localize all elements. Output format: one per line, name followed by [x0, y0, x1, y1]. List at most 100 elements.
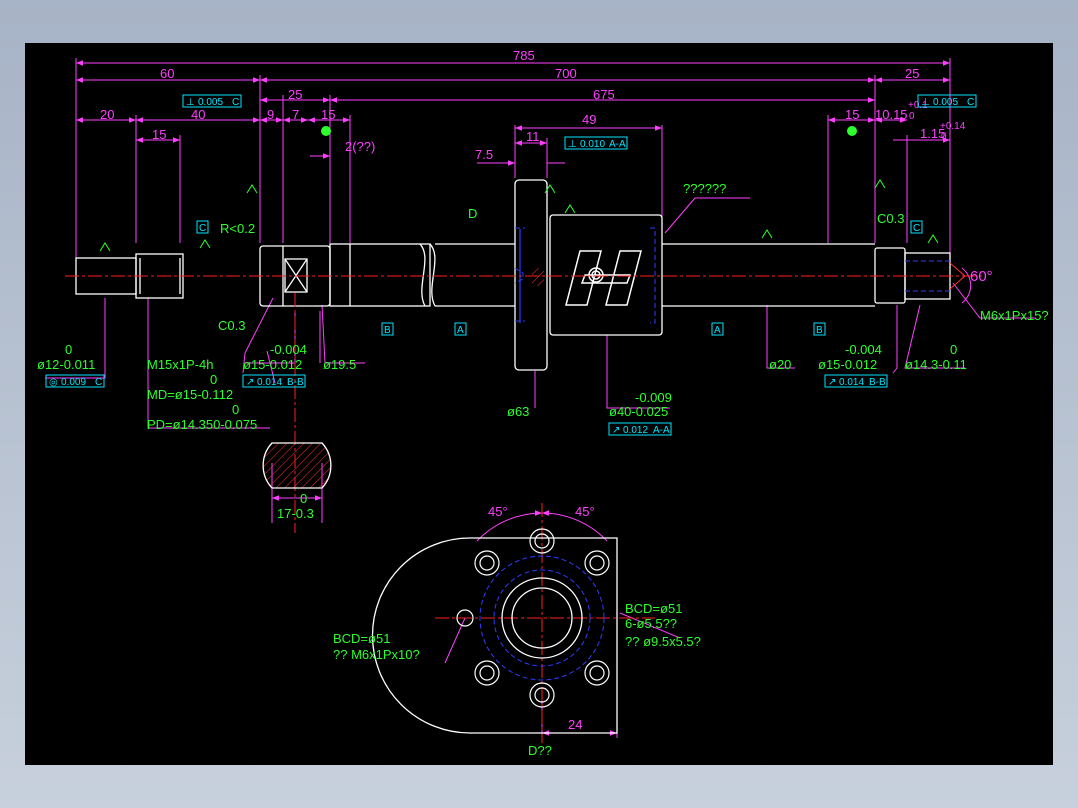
- gdt-runout-right: ↗ 0.014 B-B: [824, 374, 888, 388]
- svg-text:B-B: B-B: [869, 377, 886, 388]
- dim-left-seg: 60: [160, 66, 174, 81]
- svg-text:0.014: 0.014: [839, 377, 864, 388]
- dim-11: 11: [526, 129, 540, 144]
- svg-text:⊥: ⊥: [186, 97, 195, 108]
- dim-overall: 785: [513, 48, 535, 63]
- note-view-d-arrow: D: [468, 206, 477, 221]
- svg-text:0.012: 0.012: [623, 425, 648, 436]
- dim-15-c: 15: [845, 107, 859, 122]
- flat-section-view: [262, 442, 332, 489]
- note-md-tol: 0: [210, 372, 217, 387]
- bolt-holes: [456, 528, 610, 708]
- note-holes55: 6-ø5.5??: [625, 616, 677, 631]
- note-c03-right: C0.3: [877, 211, 904, 226]
- datum-c-right: C: [913, 223, 920, 234]
- note-pd-tol: 0: [232, 402, 239, 417]
- note-brg-left: ø15-0.012: [243, 357, 302, 372]
- dim-10-15-tol-lo: 0: [909, 111, 915, 122]
- svg-text:↗: ↗: [612, 425, 620, 436]
- gdt-concentricity: ◎ 0.009 C: [45, 374, 105, 388]
- note-brg-right: ø15-0.012: [818, 357, 877, 372]
- flatness-symbols: [321, 126, 857, 136]
- note-m6: M6x1Px15?: [980, 308, 1049, 323]
- dim-7-5: 7.5: [475, 147, 493, 162]
- nut-logo: [565, 250, 642, 306]
- gdt-runout-left: ↗ 0.014 B-B: [242, 374, 306, 388]
- note-d19-5: ø19.5: [323, 357, 356, 372]
- svg-text:C: C: [232, 97, 239, 108]
- note-end-left: ø12-0.011: [37, 357, 95, 372]
- dim-20: 20: [100, 107, 114, 122]
- svg-text:A-A: A-A: [609, 139, 626, 150]
- note-nut: ø40-0.025: [609, 404, 668, 419]
- note-flat: 17-0.3: [277, 506, 314, 521]
- svg-text:↗: ↗: [828, 377, 836, 388]
- dim-45b: 45°: [575, 504, 595, 519]
- note-nut-tol: -0.009: [635, 390, 672, 405]
- note-bcd-left: BCD=ø51: [333, 631, 390, 646]
- dim-middle-seg: 700: [555, 66, 577, 81]
- datum-b-right: B: [816, 325, 823, 336]
- dim-24: 24: [568, 717, 582, 732]
- gdt-nut-perp: ⊥ 0.010 A-A: [564, 136, 628, 150]
- note-d20: ø20: [769, 357, 791, 372]
- svg-text:0.005: 0.005: [933, 97, 958, 108]
- centerlines: [65, 275, 985, 743]
- svg-text:↗: ↗: [246, 377, 254, 388]
- flange-front-view: [371, 537, 618, 734]
- note-cbore: ?? ø9.5x5.5?: [625, 634, 701, 649]
- datum-c-left: C: [199, 223, 206, 234]
- note-d63: ø63: [507, 404, 529, 419]
- gdt-top-right: ⊥ 0.005 C: [917, 94, 977, 108]
- nut-hatch: [532, 268, 544, 286]
- dim-2: 2(??): [345, 139, 375, 154]
- dim-15-a: 15: [321, 107, 335, 122]
- svg-text:0.014: 0.014: [257, 377, 282, 388]
- dim-1-15-tol-up: +0.14: [940, 121, 966, 132]
- datum-a-left: A: [457, 325, 464, 336]
- svg-text:0.010: 0.010: [580, 139, 605, 150]
- dim-675: 675: [593, 87, 615, 102]
- note-bcd-right: BCD=ø51: [625, 601, 682, 616]
- dim-1-15-tol-lo: 0: [941, 131, 947, 142]
- dim-45a: 45°: [488, 504, 508, 519]
- note-view-d: D??: [528, 743, 552, 758]
- note-end-left-tol: 0: [65, 342, 72, 357]
- note-m6-holes: ?? M6x1Px10?: [333, 647, 420, 662]
- note-brg-left-tol: -0.004: [270, 342, 307, 357]
- note-pd: PD=ø14.350-0.075: [147, 417, 257, 432]
- shaft-outline: [75, 179, 951, 371]
- dim-15-b: 15: [152, 127, 166, 142]
- dim-25: 25: [288, 87, 302, 102]
- dimension-lines: [75, 58, 972, 738]
- datum-tags: [196, 220, 923, 336]
- svg-text:⊥: ⊥: [921, 97, 930, 108]
- dim-9: 9: [267, 107, 274, 122]
- flange-hidden: [479, 555, 605, 681]
- note-c03-left: C0.3: [218, 318, 245, 333]
- svg-text:C: C: [95, 377, 102, 388]
- drawing-canvas[interactable]: 785 60 700 25 25 675 20 40 9 7 15 15 49 …: [25, 43, 1053, 765]
- note-r02: R<0.2: [220, 221, 255, 236]
- dim-right-seg: 25: [905, 66, 919, 81]
- note-end-right-tol: 0: [950, 342, 957, 357]
- datum-b-left: B: [384, 325, 391, 336]
- svg-text:0.009: 0.009: [61, 377, 86, 388]
- note-thread: M15x1P-4h: [147, 357, 213, 372]
- dim-40: 40: [191, 107, 205, 122]
- note-end-right: ø14.3-0.11: [905, 357, 967, 372]
- gdt-runout-nut: ↗ 0.012 A-A: [608, 422, 672, 436]
- svg-text:A-A: A-A: [653, 425, 670, 436]
- surface-symbols: [99, 179, 939, 252]
- svg-text:B-B: B-B: [287, 377, 304, 388]
- svg-text:0.005: 0.005: [198, 97, 223, 108]
- dim-7: 7: [292, 107, 299, 122]
- dim-10-15: 10.15: [875, 107, 908, 122]
- svg-text:◎: ◎: [49, 377, 58, 388]
- note-md: MD=ø15-0.112: [147, 387, 233, 402]
- dim-1-15: 1.15: [920, 126, 945, 141]
- note-flat-tol: 0: [300, 491, 307, 506]
- datum-a-right: A: [714, 325, 721, 336]
- dim-49: 49: [582, 112, 596, 127]
- svg-text:C: C: [967, 97, 974, 108]
